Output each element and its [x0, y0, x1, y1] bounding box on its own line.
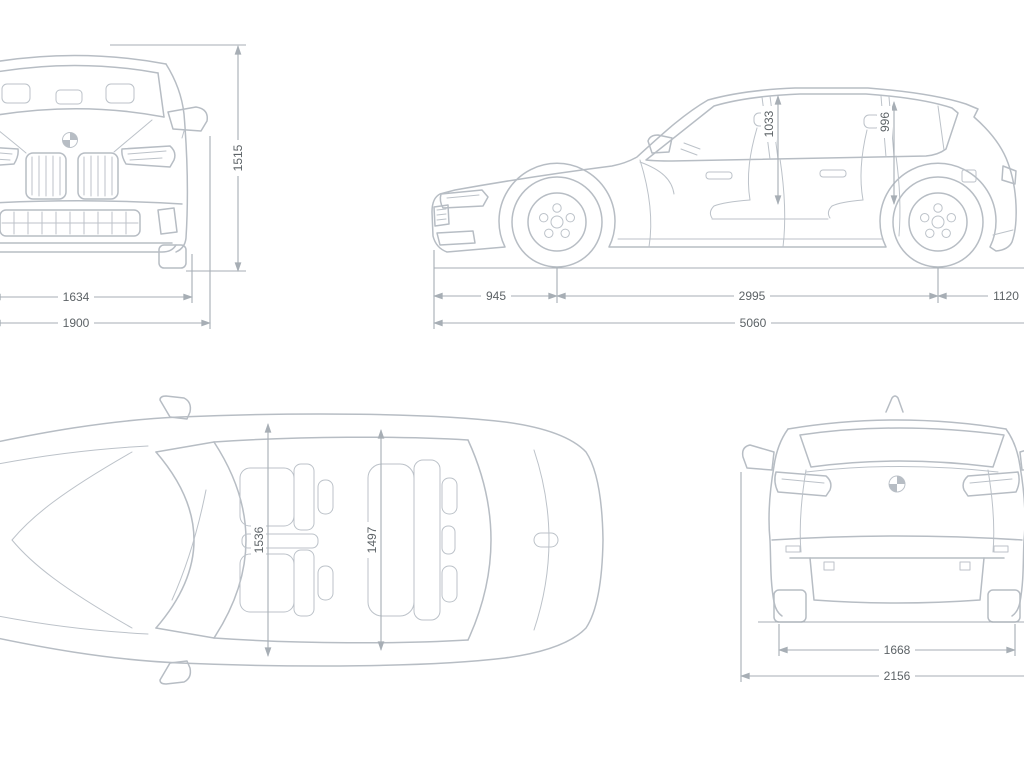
rear-view-dimensions: 1668 2156 [740, 472, 1024, 683]
bmw-logo [62, 132, 78, 148]
kidney-grille [25, 152, 119, 200]
door-handle-rear [819, 169, 847, 178]
dim-rear-interior-width: 1497 [365, 526, 379, 553]
dim-width-incl-mirrors: 2156 [884, 669, 911, 683]
front-headrests [1, 83, 135, 105]
dim-wheelbase: 2995 [739, 289, 766, 303]
rear-glass-edge [467, 439, 492, 641]
fuel-door [961, 169, 977, 183]
dim-overall-length: 5060 [740, 316, 767, 330]
dim-rear-track: 1668 [884, 643, 911, 657]
rear-bumper [785, 545, 1009, 604]
door-handle-front [705, 171, 733, 180]
front-view-drawing: 1515 1634 1900 [0, 44, 246, 330]
side-view-dimensions: 1033 996 945 2995 1120 [433, 95, 1024, 330]
dim-front-headroom: 1033 [762, 110, 776, 137]
side-grille [433, 204, 450, 227]
dim-front-overhang: 945 [486, 289, 506, 303]
rear-wheel [892, 176, 984, 268]
mirror-top [159, 395, 192, 420]
top-view-seats [239, 459, 458, 621]
windshield-rear-edge [213, 441, 247, 639]
dim-overall-width: 1900 [63, 316, 90, 330]
front-wheel [511, 176, 603, 268]
dim-front-interior-width: 1536 [252, 526, 266, 553]
mirror-left-rear [741, 444, 775, 471]
side-interior [639, 112, 882, 220]
headlight-left [0, 147, 19, 166]
roof-antenna-icon [885, 395, 904, 413]
tailgate-edge [533, 449, 550, 631]
wiper [171, 489, 207, 601]
front-air-intake [0, 207, 178, 237]
right-mirror [167, 106, 209, 139]
top-view-drawing: 1536 1497 [0, 395, 604, 685]
side-glass [645, 93, 959, 162]
rear-view-drawing: 1668 2156 [740, 395, 1024, 683]
front-view-dimensions: 1515 1634 1900 [0, 44, 246, 330]
taillight-side [1001, 165, 1017, 185]
windshield-front-edge [155, 451, 195, 629]
taillight-left [774, 471, 832, 497]
dim-overall-height: 1515 [231, 144, 245, 171]
rear-window [799, 427, 1005, 468]
side-headlight [439, 189, 489, 209]
mirror-bottom [159, 660, 192, 685]
headlight-right [121, 145, 176, 168]
dim-rear-overhang: 1120 [993, 289, 1019, 303]
side-view-drawing: 1033 996 945 2995 1120 [431, 87, 1024, 330]
rear-right-tire [987, 589, 1021, 623]
dim-rear-headroom: 996 [878, 112, 892, 132]
top-view-dimensions: 1536 1497 [251, 423, 385, 657]
side-mirror [647, 134, 673, 154]
rear-left-tire [773, 589, 807, 623]
dim-front-track: 1634 [63, 290, 90, 304]
taillight-right [962, 471, 1020, 497]
bmw-logo-rear [888, 475, 906, 493]
roof-antenna-top [533, 532, 559, 548]
front-right-tire [158, 244, 187, 269]
